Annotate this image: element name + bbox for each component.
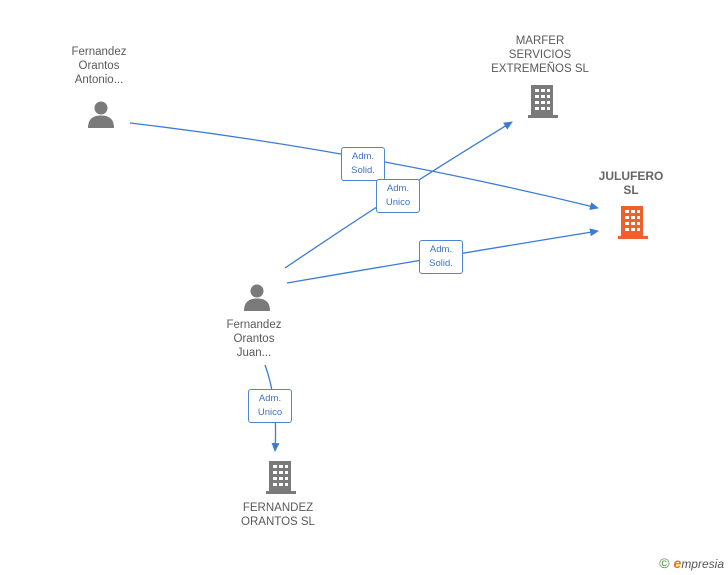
- node-fernandez-orantos-sl[interactable]: FERNANDEZ ORANTOS SL: [218, 501, 338, 529]
- edge-label-juan-fernandez-orantos[interactable]: Adm. Unico: [248, 389, 292, 423]
- node-marfer[interactable]: MARFER SERVICIOS EXTREMEÑOS SL: [480, 34, 600, 76]
- copyright-icon: ©: [659, 555, 670, 571]
- edge-label-juan-julufero[interactable]: Adm. Solid.: [419, 240, 463, 274]
- building-icon: [618, 206, 648, 239]
- node-fernandez-orantos-sl-label: FERNANDEZ ORANTOS SL: [241, 502, 315, 528]
- node-marfer-label: MARFER SERVICIOS EXTREMEÑOS SL: [491, 35, 589, 75]
- building-icon: [266, 461, 296, 494]
- brand-footer: ©empresia: [659, 555, 724, 571]
- building-icon: [528, 85, 558, 118]
- brand-logo-text: mpresia: [681, 557, 724, 571]
- edge-label-antonio-julufero[interactable]: Adm. Solid.: [341, 147, 385, 181]
- brand-logo-letter: e: [673, 555, 682, 571]
- edge-label-juan-marfer[interactable]: Adm. Unico: [376, 179, 420, 213]
- node-juan[interactable]: Fernandez Orantos Juan...: [204, 318, 304, 360]
- node-antonio-label: Fernandez Orantos Antonio...: [71, 46, 127, 86]
- node-julufero-label: JULUFERO SL: [598, 169, 664, 197]
- person-icon: [88, 101, 114, 128]
- node-juan-label: Fernandez Orantos Juan...: [226, 319, 282, 359]
- person-icon: [244, 284, 270, 311]
- node-julufero[interactable]: JULUFERO SL: [581, 169, 681, 197]
- node-antonio[interactable]: Fernandez Orantos Antonio...: [49, 45, 149, 87]
